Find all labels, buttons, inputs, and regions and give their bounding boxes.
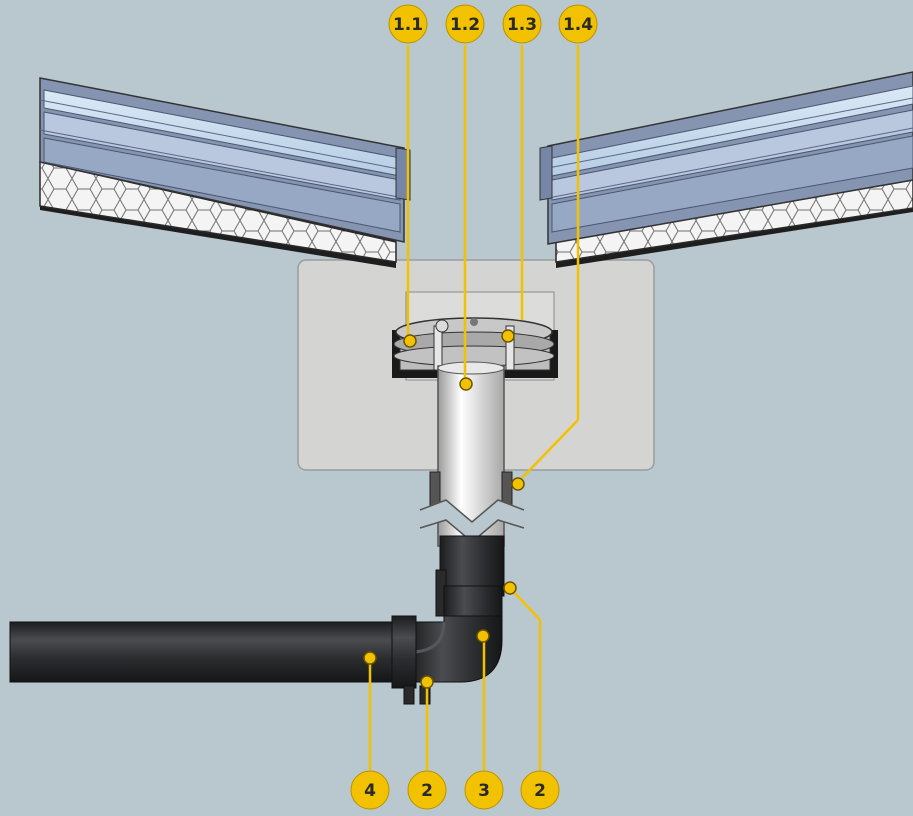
callout-1-1: 1.1 (388, 4, 428, 44)
callout-label-4: 4 (364, 781, 376, 801)
roof-panel-right (539, 71, 913, 268)
callout-dots (363, 329, 525, 689)
callout-2-lower: 2 (407, 770, 447, 810)
dot-2-upper (503, 581, 517, 595)
dot-1-4 (511, 477, 525, 491)
horizontal-pipe (9, 615, 431, 705)
callout-1-2: 1.2 (445, 4, 485, 44)
leader-lines (368, 45, 580, 770)
callout-2-upper: 2 (520, 770, 560, 810)
callout-label-1-4: 1.4 (563, 15, 593, 35)
dot-4 (363, 651, 377, 665)
dot-1-3 (501, 329, 515, 343)
callout-label-1-3: 1.3 (507, 15, 537, 35)
callout-label-2-upper: 2 (534, 781, 546, 801)
dot-1-1 (403, 334, 417, 348)
dot-1-2 (459, 377, 473, 391)
callout-label-1-1: 1.1 (393, 15, 423, 35)
dot-3 (476, 629, 490, 643)
roof-panel-left (39, 77, 411, 268)
callout-1-4: 1.4 (558, 4, 598, 44)
callout-label-3: 3 (478, 781, 490, 801)
callout-1-3: 1.3 (502, 4, 542, 44)
callout-3: 3 (464, 770, 504, 810)
callout-label-1-2: 1.2 (450, 15, 480, 35)
dot-2-lower (420, 675, 434, 689)
vertical-pipe-lower (435, 535, 505, 617)
callout-label-2-lower: 2 (421, 781, 433, 801)
pipe-elbow (409, 615, 503, 683)
callout-4: 4 (350, 770, 390, 810)
